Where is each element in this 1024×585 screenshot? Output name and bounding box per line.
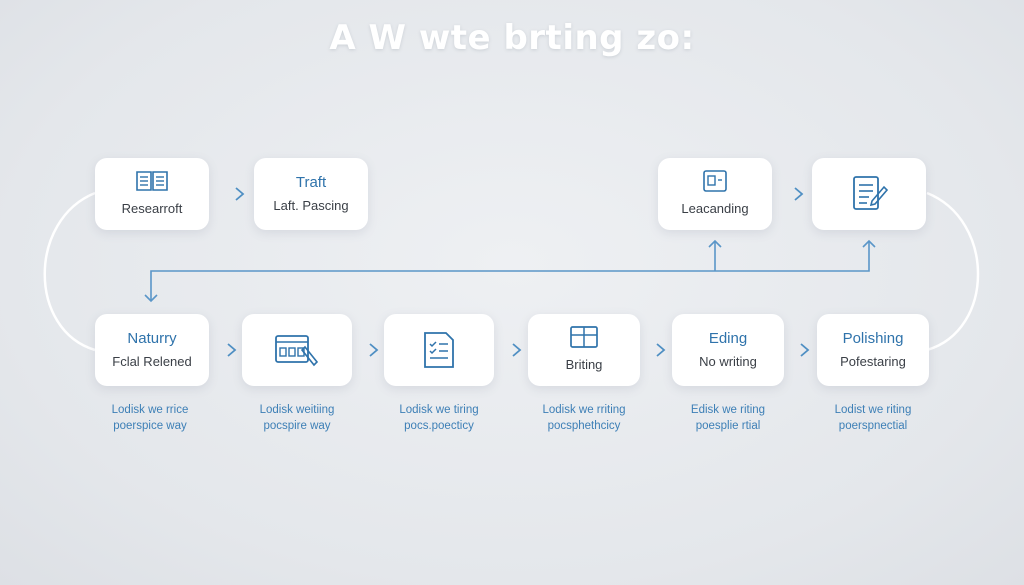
node-leacanding: Leacanding [658,158,772,230]
caption: Lodisk we rriting pocsphethcicy [514,402,654,434]
book-icon [136,171,168,191]
node-label: Fclal Relened [112,353,192,369]
document-window-icon [703,170,727,192]
node-interface [242,314,352,386]
caption: Lodist we riting poerspnectial [803,402,943,434]
browser-edit-icon [275,335,319,367]
arrow-chevron-icon [512,343,522,357]
arrow-chevron-icon [794,187,804,201]
caption-line: Lodisk we rriting [542,404,626,416]
node-label: Briting [565,357,603,372]
node-checklist [384,314,494,386]
checklist-icon [424,332,454,368]
node-label: Pofestaring [840,353,906,369]
node-document [812,158,926,230]
node-eding: Eding No writing [672,314,784,386]
caption-line: pocs.poecticy [404,420,474,432]
caption-line: Lodist we riting [834,404,912,416]
caption-line: poesplie rtial [695,420,761,432]
caption-line: poerspice way [113,420,187,432]
arrow-chevron-icon [656,343,666,357]
return-connector [150,241,870,300]
caption-line: Edisk we riting [690,404,766,416]
writing-document-icon [853,176,889,210]
left-loop-line [43,191,96,352]
node-label: Leacanding [681,201,749,216]
caption-line: Lodisk we rrice [111,404,189,416]
arrow-chevron-icon [235,187,245,201]
caption-line: poerspnectial [838,420,908,432]
caption-line: pocsphethcicy [547,420,621,432]
arrow-chevron-icon [227,343,237,357]
grid-layout-icon [570,326,598,348]
node-naturry: Naturry Fclal Relened [95,314,209,386]
diagram-title: A W wte brting zo: [329,18,695,58]
caption: Edisk we riting poesplie rtial [658,402,798,434]
caption-line: pocspire way [263,420,331,432]
node-title: Traft [295,173,327,191]
caption-line: Lodisk weitiing [259,404,335,416]
node-briting: Briting [528,314,640,386]
caption: Lodisk weitiing pocspire way [227,402,367,434]
node-label: No writing [699,353,757,369]
arrowhead-down-naturry [144,294,158,303]
caption: Lodisk we rrice poerspice way [80,402,220,434]
caption: Lodisk we tiring pocs.poecticy [369,402,509,434]
right-loop-line [926,191,980,352]
node-title: Eding [708,329,748,347]
arrow-chevron-icon [800,343,810,357]
node-researcroft: Researroft [95,158,209,230]
node-label: Laft. Pascing [273,197,349,213]
arrowhead-up-document [862,239,876,248]
node-traft: Traft Laft. Pascing [254,158,368,230]
node-polishing: Polishing Pofestaring [817,314,929,386]
node-title: Polishing [842,329,904,347]
node-label: Researroft [121,201,183,216]
arrow-chevron-icon [369,343,379,357]
node-title: Naturry [127,329,177,347]
arrowhead-up-leacanding [708,239,722,248]
caption-line: Lodisk we tiring [399,404,479,416]
